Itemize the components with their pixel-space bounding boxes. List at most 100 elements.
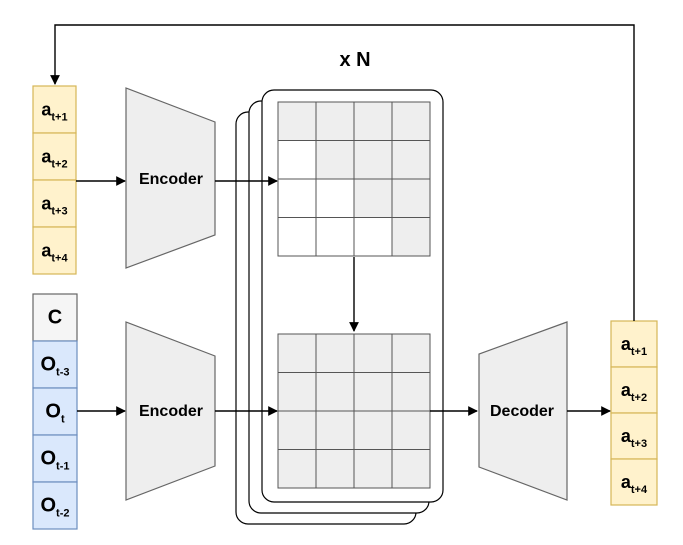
output-action-token-0-label: at+1 xyxy=(621,334,647,358)
input-action-token-2-base: a xyxy=(41,194,52,214)
input-action-token-3-box xyxy=(32,226,77,275)
attention-top-cell xyxy=(277,101,317,141)
attention-bottom-cell xyxy=(277,333,317,373)
output-action-token-3-label: at+4 xyxy=(621,472,648,496)
input-action-token-1-subscript: t+2 xyxy=(51,159,67,171)
input-action-token-3-base: a xyxy=(41,241,52,261)
observation-token-1-box xyxy=(32,387,78,436)
condition-token-base: C xyxy=(48,307,62,329)
attention-bottom-cell xyxy=(353,372,393,412)
attention-bottom-cell xyxy=(353,449,393,489)
attention-top-cell xyxy=(353,101,393,141)
attention-grid-bottom xyxy=(277,333,431,489)
input-action-token-0-base: a xyxy=(41,100,52,120)
input-action-token-3-subscript: t+4 xyxy=(51,253,68,265)
top-encoder-label: Encoder xyxy=(139,171,203,188)
input-action-token-0: at+1 xyxy=(32,85,77,134)
output-action-token-2-base: a xyxy=(621,426,632,446)
input-action-token-3-label: at+4 xyxy=(41,241,68,265)
input-action-token-2: at+3 xyxy=(32,179,77,228)
observation-token-1-subscript: t xyxy=(61,414,65,426)
input-action-tokens: at+1at+2at+3at+4 xyxy=(32,85,77,275)
observation-token-0: Ot-3 xyxy=(32,340,78,389)
observation-token-0-subscript: t-3 xyxy=(56,367,69,379)
observation-token-3-subscript: t-2 xyxy=(56,508,69,520)
observation-token-1-label: Ot xyxy=(45,401,65,426)
output-action-token-1-base: a xyxy=(621,380,632,400)
observation-token-3: Ot-2 xyxy=(32,481,78,530)
condition-token-box xyxy=(32,293,78,342)
input-action-token-1: at+2 xyxy=(32,132,77,181)
attention-bottom-cell xyxy=(315,333,355,373)
bottom-encoder-shape xyxy=(125,321,216,501)
observation-token-0-label: Ot-3 xyxy=(40,354,69,379)
observation-token-2-base: O xyxy=(40,448,56,470)
attention-bottom-cell xyxy=(391,410,431,450)
output-action-token-0: at+1 xyxy=(610,320,658,368)
attention-bottom-cell xyxy=(391,372,431,412)
input-action-token-0-subscript: t+1 xyxy=(51,112,67,124)
output-action-token-1: at+2 xyxy=(610,366,658,414)
output-action-token-3-subscript: t+4 xyxy=(631,484,648,496)
output-action-tokens: at+1at+2at+3at+4 xyxy=(610,320,658,506)
attention-bottom-cell xyxy=(315,410,355,450)
bottom-encoder-label: Encoder xyxy=(139,403,203,420)
observation-token-2-box xyxy=(32,434,78,483)
output-action-token-2: at+3 xyxy=(610,412,658,460)
decoder-label: Decoder xyxy=(490,403,554,420)
attention-bottom-cell xyxy=(277,410,317,450)
attention-top-cell xyxy=(277,140,317,180)
output-action-token-2-box xyxy=(610,412,658,460)
observation-token-2: Ot-1 xyxy=(32,434,78,483)
output-action-token-1-subscript: t+2 xyxy=(631,392,647,404)
observation-token-3-box xyxy=(32,481,78,530)
condition-token: C xyxy=(32,293,78,342)
attention-top-cell xyxy=(315,101,355,141)
output-action-token-0-box xyxy=(610,320,658,368)
input-action-token-3: at+4 xyxy=(32,226,77,275)
attention-top-cell xyxy=(315,217,355,257)
feedback-loop-arrow xyxy=(50,24,635,321)
attention-bottom-cell xyxy=(277,449,317,489)
attention-grid-top xyxy=(277,101,431,257)
output-action-token-0-subscript: t+1 xyxy=(631,346,647,358)
observation-token-0-base: O xyxy=(40,354,56,376)
observation-token-1-base: O xyxy=(45,401,61,423)
input-action-token-2-label: at+3 xyxy=(41,194,67,218)
attention-top-cell xyxy=(315,140,355,180)
attention-bottom-cell xyxy=(391,333,431,373)
attention-bottom-cell xyxy=(391,449,431,489)
attention-top-cell xyxy=(353,178,393,218)
observation-token-3-base: O xyxy=(40,495,56,517)
condition-token-label: C xyxy=(48,307,62,329)
attention-top-cell xyxy=(391,101,431,141)
output-action-token-1-label: at+2 xyxy=(621,380,647,404)
output-action-token-2-subscript: t+3 xyxy=(631,438,647,450)
condition-token: C xyxy=(32,293,78,342)
observation-token-2-subscript: t-1 xyxy=(56,461,69,473)
attention-top-cell xyxy=(353,140,393,180)
attention-top-cell xyxy=(277,217,317,257)
decoder-shape xyxy=(478,321,568,501)
output-action-token-3: at+4 xyxy=(610,458,658,506)
attention-bottom-cell xyxy=(315,372,355,412)
input-action-token-2-box xyxy=(32,179,77,228)
output-action-token-3-box xyxy=(610,458,658,506)
top-encoder-shape xyxy=(125,87,216,269)
input-action-token-1-label: at+2 xyxy=(41,147,67,171)
attention-top-cell xyxy=(391,140,431,180)
output-action-token-2-label: at+3 xyxy=(621,426,647,450)
observation-token-2-label: Ot-1 xyxy=(40,448,69,473)
attention-top-cell xyxy=(315,178,355,218)
input-action-token-1-box xyxy=(32,132,77,181)
repeat-label: x N xyxy=(339,49,370,71)
attention-bottom-cell xyxy=(353,410,393,450)
observation-token-1: Ot xyxy=(32,387,78,436)
attention-bottom-cell xyxy=(353,333,393,373)
input-action-token-1-base: a xyxy=(41,147,52,167)
attention-top-cell xyxy=(353,217,393,257)
output-action-token-3-base: a xyxy=(621,472,632,492)
input-action-token-2-subscript: t+3 xyxy=(51,206,67,218)
